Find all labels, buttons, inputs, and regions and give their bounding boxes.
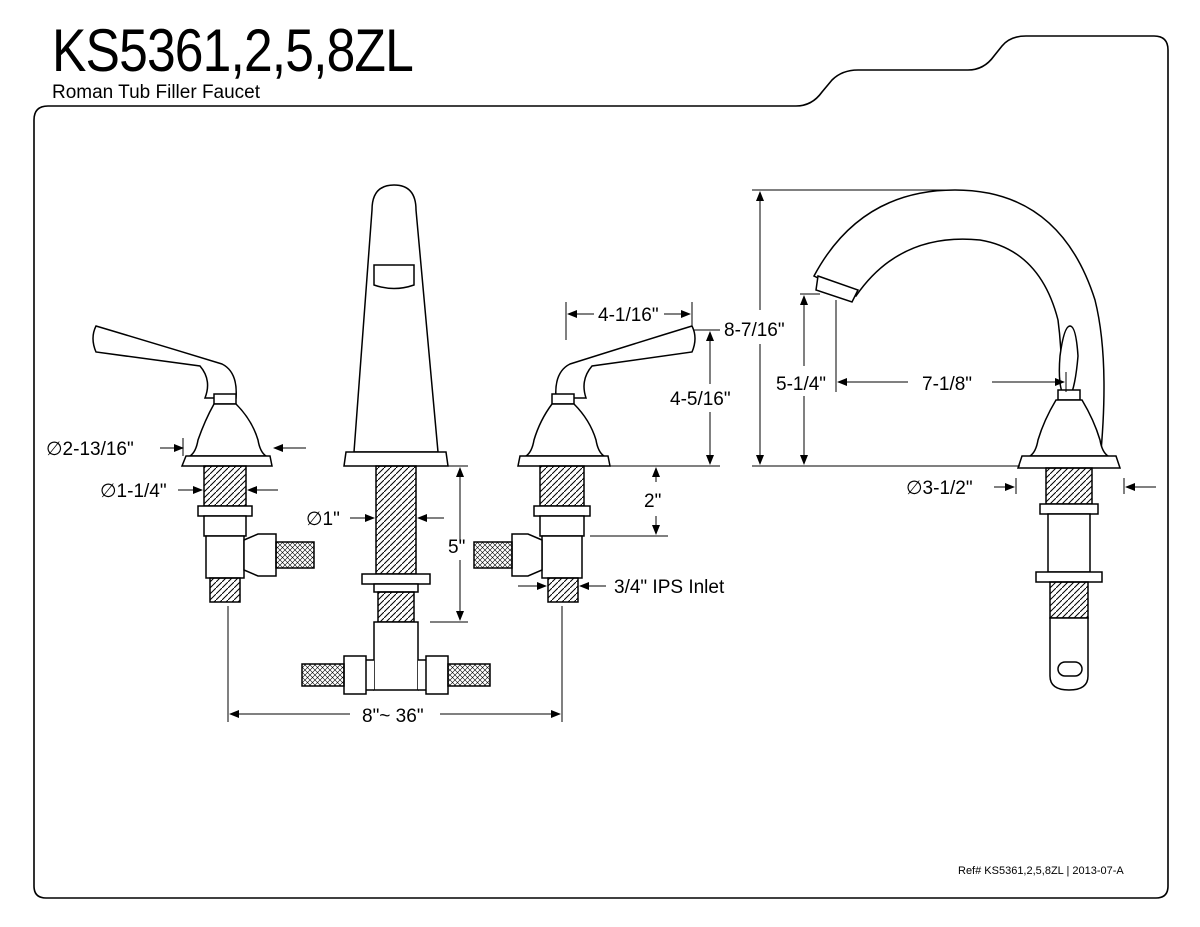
left-handle <box>92 325 315 603</box>
label-handle-shank-dia: ∅1-1/4" <box>100 481 167 502</box>
reference-number: Ref# KS5361,2,5,8ZL | 2013-07-A <box>958 865 1124 877</box>
label-spout-shank-length: 5" <box>448 537 465 558</box>
page-subtitle: Roman Tub Filler Faucet <box>52 82 261 103</box>
label-escutcheon-dia: ∅2-13/16" <box>46 439 134 460</box>
label-handle-shank-length: 2" <box>644 491 661 512</box>
label-handle-height: 4-5/16" <box>670 389 731 410</box>
label-spout-base-dia: ∅3-1/2" <box>906 478 973 499</box>
right-handle <box>473 325 696 603</box>
label-inlet: 3/4" IPS Inlet <box>614 577 725 598</box>
label-spout-shank-dia: ∅1" <box>306 509 340 530</box>
sheet-frame <box>33 35 1169 899</box>
dimension-lines <box>160 189 1156 722</box>
dimension-labels: ∅2-13/16" ∅1-1/4" ∅1" 5" 4-1/16" 4-5/16"… <box>46 305 973 727</box>
label-overall-height: 8-7/16" <box>724 320 785 341</box>
label-spout-clearance: 5-1/4" <box>776 374 826 395</box>
center-spout <box>301 184 491 695</box>
label-handle-reach: 4-1/16" <box>598 305 659 326</box>
page-title: KS5361,2,5,8ZL <box>52 17 414 84</box>
label-spread: 8"~ 36" <box>362 706 424 727</box>
side-spout <box>812 189 1122 691</box>
label-spout-reach: 7-1/8" <box>922 374 972 395</box>
